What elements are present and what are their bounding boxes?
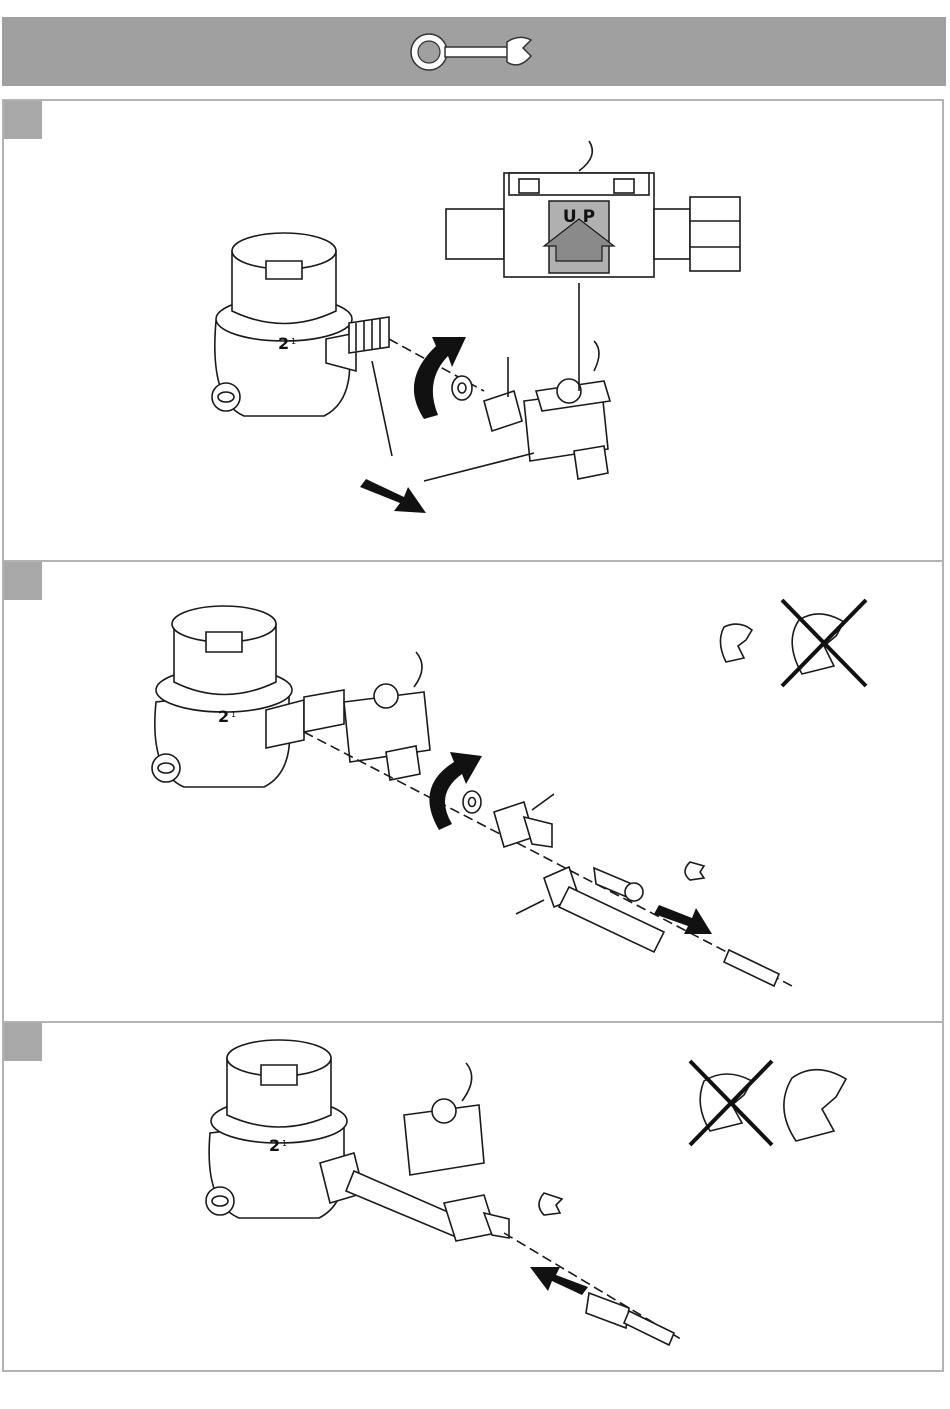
push-arrow-icon	[530, 1267, 588, 1295]
step-3-illustration: 2 1	[4, 1023, 944, 1372]
up-label: U P	[563, 207, 595, 227]
dial-mark: 2	[278, 334, 289, 353]
step-3-panel: 2 1	[2, 1021, 944, 1372]
pull-arrow-icon	[360, 479, 426, 513]
dial-mark: 2	[218, 707, 229, 726]
dial-index: 1	[231, 710, 236, 719]
step-2-panel: 2 1	[2, 560, 944, 1023]
step-1-panel: U P 2 1	[2, 99, 944, 562]
dial-index: 1	[291, 337, 296, 346]
wrench-icon	[407, 30, 537, 74]
dial-mark: 2	[269, 1136, 280, 1155]
step-1-illustration: U P 2 1	[4, 101, 944, 562]
step-2-illustration: 2 1	[4, 562, 944, 1023]
header-bar	[2, 17, 946, 86]
dial-index: 1	[282, 1139, 287, 1148]
